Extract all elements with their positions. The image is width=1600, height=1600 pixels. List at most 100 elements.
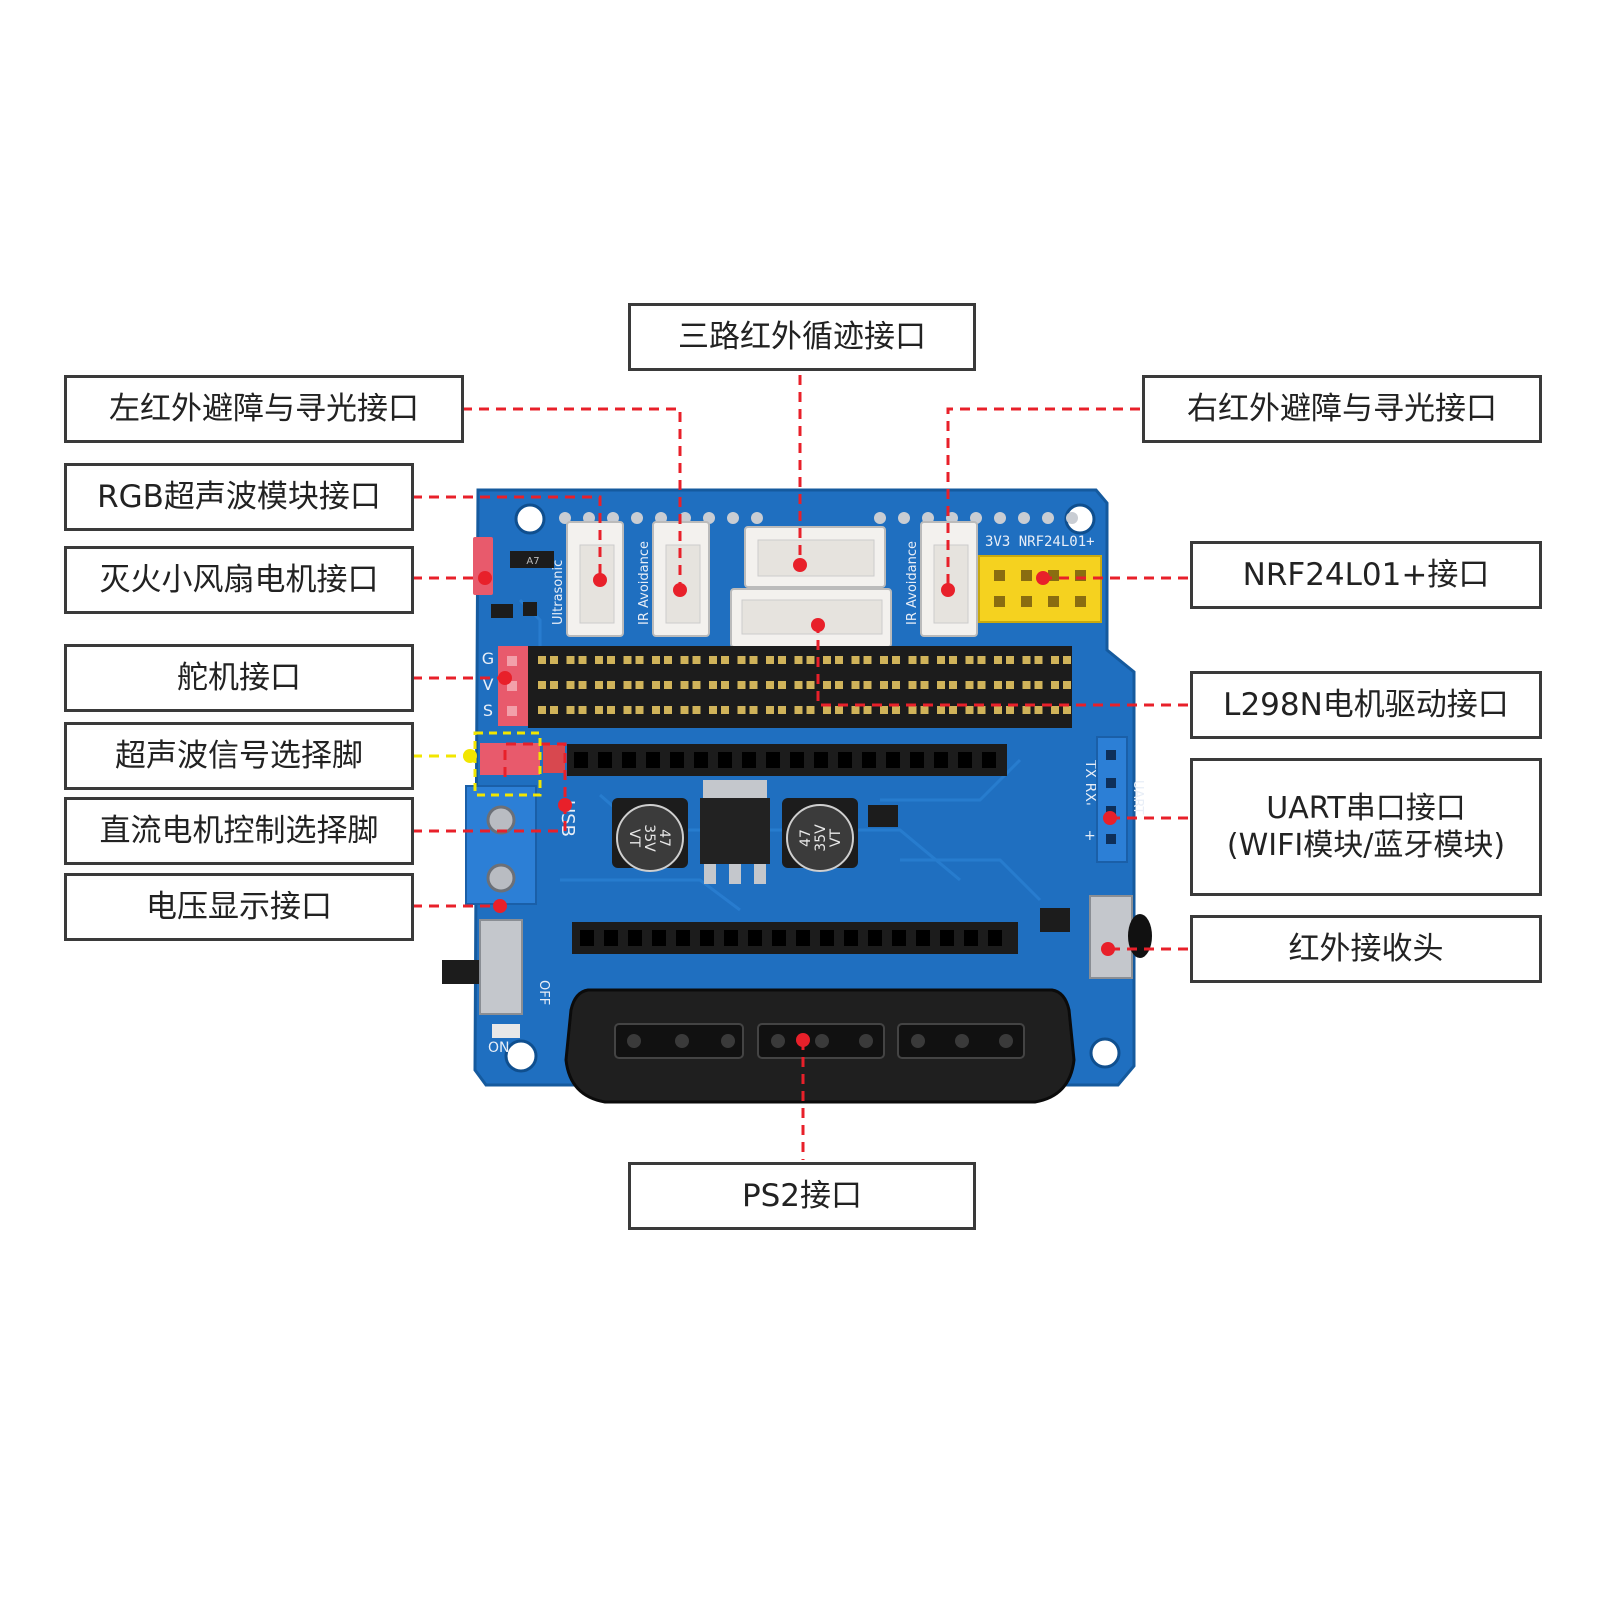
- header-pin: [595, 681, 603, 689]
- fan-motor-jumper: [473, 537, 493, 595]
- female-pin: [988, 930, 1002, 946]
- servo-g: G: [482, 649, 494, 668]
- female-pin: [814, 752, 828, 768]
- header-pin: [693, 706, 701, 714]
- header-pin: [550, 706, 558, 714]
- ir-left-silk: IR Avoidance: [637, 541, 652, 625]
- label-dc-motor-select: 直流电机控制选择脚: [64, 797, 414, 865]
- female-pin: [604, 930, 618, 946]
- regulator-body: [700, 798, 770, 864]
- header-pin: [607, 656, 615, 664]
- header-pin: [892, 706, 900, 714]
- header-pin: [978, 706, 986, 714]
- ps2-pin: [815, 1034, 829, 1048]
- header-pin: [835, 656, 843, 664]
- pin-hole: [874, 512, 886, 524]
- header-pin: [738, 656, 746, 664]
- line-tracking-connector-upper: [745, 527, 885, 587]
- nrf-pin: [1021, 596, 1032, 607]
- female-pin: [580, 930, 594, 946]
- header-pin: [1023, 656, 1031, 664]
- header-pin: [579, 681, 587, 689]
- female-pin: [574, 752, 588, 768]
- regulator-legs: [704, 864, 766, 884]
- uart-minus: -: [1086, 796, 1091, 812]
- ps2-pin: [771, 1034, 785, 1048]
- header-pin: [1063, 681, 1071, 689]
- ps2-pin: [675, 1034, 689, 1048]
- header-pin: [795, 706, 803, 714]
- female-pin: [724, 930, 738, 946]
- female-pin: [718, 752, 732, 768]
- header-pin: [595, 706, 603, 714]
- header-pin: [664, 681, 672, 689]
- header-pin: [538, 681, 546, 689]
- header-pin: [852, 706, 860, 714]
- nrf-pin: [1048, 596, 1059, 607]
- female-pin: [796, 930, 810, 946]
- female-pin: [868, 930, 882, 946]
- header-pin: [624, 706, 632, 714]
- header-pin: [823, 681, 831, 689]
- female-pin: [892, 930, 906, 946]
- header-pin: [921, 706, 929, 714]
- header-pin: [595, 656, 603, 664]
- female-pin: [916, 930, 930, 946]
- pin-hole: [1066, 512, 1078, 524]
- power-switch-body: [480, 920, 522, 1014]
- uart-pin: [1106, 750, 1116, 760]
- uart-pin: [1106, 778, 1116, 788]
- header-pin: [1006, 656, 1014, 664]
- header-pin: [721, 706, 729, 714]
- female-pin: [982, 752, 996, 768]
- header-pin: [921, 681, 929, 689]
- header-pin: [681, 656, 689, 664]
- label-uart-line1: UART串口接口: [1266, 790, 1465, 828]
- label-voltage: 电压显示接口: [64, 873, 414, 941]
- header-pin: [636, 681, 644, 689]
- header-pin: [892, 656, 900, 664]
- header-pin: [994, 706, 1002, 714]
- ir-receiver-dome: [1128, 914, 1152, 958]
- uart-pin: [1106, 834, 1116, 844]
- header-pin: [823, 656, 831, 664]
- label-line-tracking: 三路红外循迹接口: [628, 303, 976, 371]
- header-pin: [1063, 656, 1071, 664]
- ultrasonic-select-jumper-2: [543, 745, 565, 773]
- header-pin: [1063, 706, 1071, 714]
- female-pin: [742, 752, 756, 768]
- header-pin: [864, 706, 872, 714]
- header-pin: [937, 681, 945, 689]
- header-pin: [693, 656, 701, 664]
- header-pin: [880, 681, 888, 689]
- female-pin: [694, 752, 708, 768]
- header-pin: [1006, 706, 1014, 714]
- header-pin: [567, 656, 575, 664]
- header-pin: [607, 706, 615, 714]
- label-rgb-ultrasonic: RGB超声波模块接口: [64, 463, 414, 531]
- header-pin: [579, 656, 587, 664]
- header-pin: [636, 706, 644, 714]
- female-pin: [820, 930, 834, 946]
- header-pin: [1023, 706, 1031, 714]
- header-pin: [750, 706, 758, 714]
- servo-gvs-silk: G V S: [482, 649, 494, 720]
- header-pin: [766, 706, 774, 714]
- header-pin: [721, 681, 729, 689]
- header-pin: [766, 656, 774, 664]
- header-pin: [892, 681, 900, 689]
- header-pin: [750, 656, 758, 664]
- header-pin: [864, 681, 872, 689]
- header-pin: [778, 681, 786, 689]
- header-pin: [664, 706, 672, 714]
- label-right-ir: 右红外避障与寻光接口: [1142, 375, 1542, 443]
- header-pin: [778, 706, 786, 714]
- header-pin: [624, 656, 632, 664]
- nrf-pin: [994, 596, 1005, 607]
- header-pin: [750, 681, 758, 689]
- on-silk: ON: [488, 1040, 510, 1056]
- smd-component: [868, 805, 898, 827]
- female-pin: [598, 752, 612, 768]
- nrf-pin: [1075, 596, 1086, 607]
- header-pin: [978, 656, 986, 664]
